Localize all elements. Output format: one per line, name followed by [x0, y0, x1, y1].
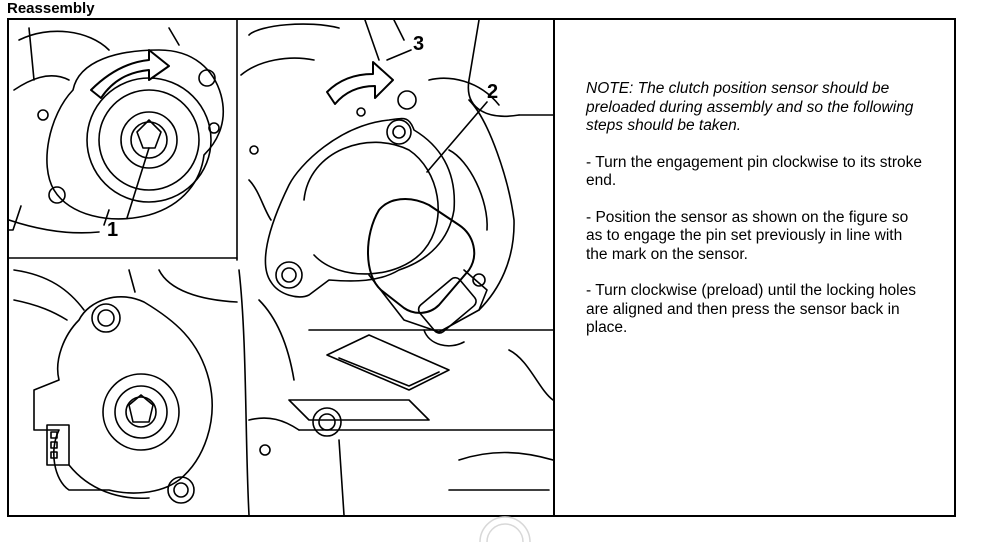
callout-3: 3 — [413, 33, 424, 55]
engagement-pin-housing — [9, 27, 225, 234]
callout-2: 2 — [487, 81, 498, 103]
sensor-closeup — [13, 269, 238, 504]
step-text: - Position the sensor as shown on the fi… — [586, 208, 909, 263]
panel-borders — [9, 20, 250, 515]
step-text: - Turn the engagement pin clockwise to i… — [586, 153, 922, 190]
instruction-column: NOTE: The clutch position sensor should … — [586, 80, 926, 356]
column-divider — [553, 18, 555, 517]
clutch-sensor-illustration: 1 2 3 — [9, 20, 553, 515]
callout-1: 1 — [107, 219, 118, 241]
procedure-table — [7, 18, 956, 517]
sensor-main-view — [240, 20, 553, 515]
note-text: NOTE: The clutch position sensor should … — [586, 80, 914, 134]
stamp-watermark — [475, 512, 535, 543]
section-heading: Reassembly — [7, 0, 95, 17]
step-text: - Turn clockwise (preload) until the loc… — [586, 282, 916, 336]
